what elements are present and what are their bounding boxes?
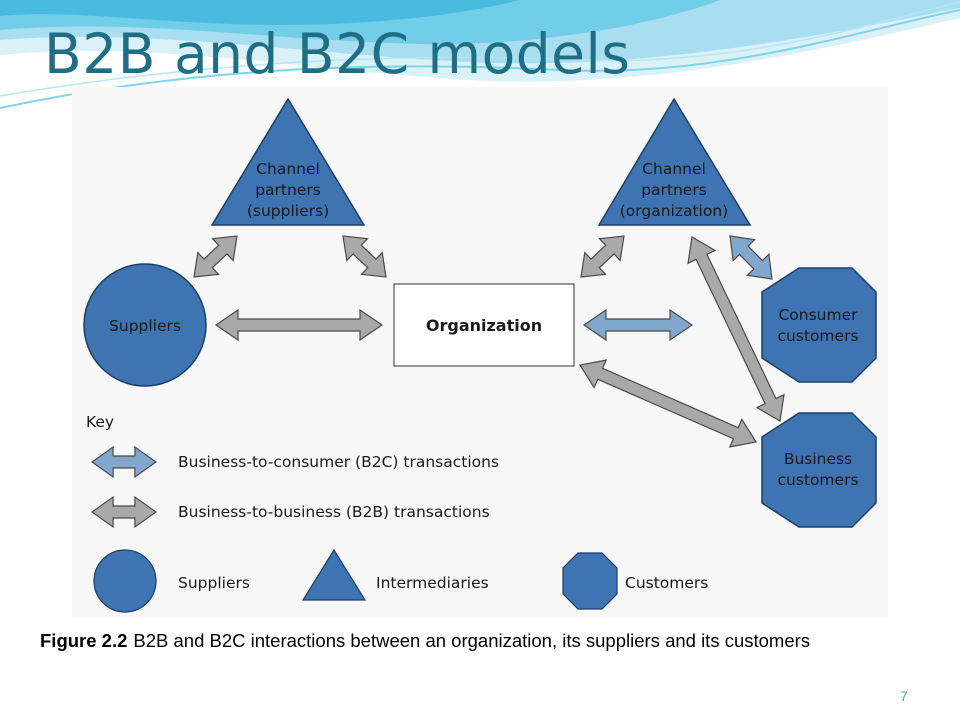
channel-partners-suppliers-node: Channel partners (suppliers)	[210, 97, 366, 226]
node-label-line: (suppliers)	[247, 202, 329, 220]
b2b-arrow-channel-business	[687, 236, 785, 422]
consumer-customers-node: Consumer customers	[761, 267, 877, 383]
key-customers-label: Customers	[625, 574, 708, 592]
b2b-arrow-suppliers-channel	[193, 235, 238, 278]
key-b2b-arrow-icon	[90, 495, 158, 529]
node-label-line: Channel	[256, 160, 320, 178]
b2b-arrow-suppliers-organization	[214, 308, 384, 342]
key-intermediaries-label: Intermediaries	[376, 574, 489, 592]
key-suppliers-symbol	[93, 549, 157, 613]
b2b-b2c-diagram: Channel partners (suppliers) Channel par…	[72, 87, 888, 617]
figure-caption-text: B2B and B2C interactions between an orga…	[133, 630, 811, 651]
key-arrows	[90, 445, 158, 529]
node-label-line: Business	[784, 450, 852, 468]
node-label-line: partners	[641, 181, 707, 199]
b2b-arrow-organization-business	[579, 359, 757, 448]
node-label-line: customers	[777, 471, 858, 489]
header-wave-decoration	[0, 0, 960, 109]
slide-title: B2B and B2C models	[44, 22, 631, 86]
node-label-line: Channel	[642, 160, 706, 178]
suppliers-node: Suppliers	[83, 263, 207, 387]
node-label: Organization	[426, 316, 542, 335]
organization-node: Organization	[393, 283, 575, 367]
channel-partners-organization-node: Channel partners (organization)	[597, 97, 752, 226]
key-b2b-label: Business-to-business (B2B) transactions	[178, 503, 490, 521]
business-customers-node: Business customers	[761, 412, 877, 528]
node-label-line: partners	[255, 181, 321, 199]
key-customers-symbol	[562, 552, 618, 610]
key-intermediaries-symbol	[301, 548, 367, 601]
key-b2c-label: Business-to-consumer (B2C) transactions	[178, 453, 499, 471]
figure-caption-label: Figure 2.2	[40, 630, 128, 651]
node-label: Suppliers	[109, 317, 181, 335]
node-label-line: Consumer	[778, 306, 858, 324]
key-b2c-arrow-icon	[90, 445, 158, 479]
key-title: Key	[86, 413, 114, 431]
transaction-arrows	[193, 235, 785, 448]
key-suppliers-label: Suppliers	[178, 574, 250, 592]
b2b-arrow-organization-channel	[580, 235, 625, 278]
b2c-arrow-organization-consumer	[582, 308, 694, 342]
page-number: 7	[900, 688, 908, 704]
node-label-line: (organization)	[620, 202, 728, 220]
node-label-line: customers	[777, 327, 858, 345]
b2b-arrow-channel-organization	[342, 235, 387, 278]
b2c-arrow-channel-consumer	[729, 235, 773, 280]
